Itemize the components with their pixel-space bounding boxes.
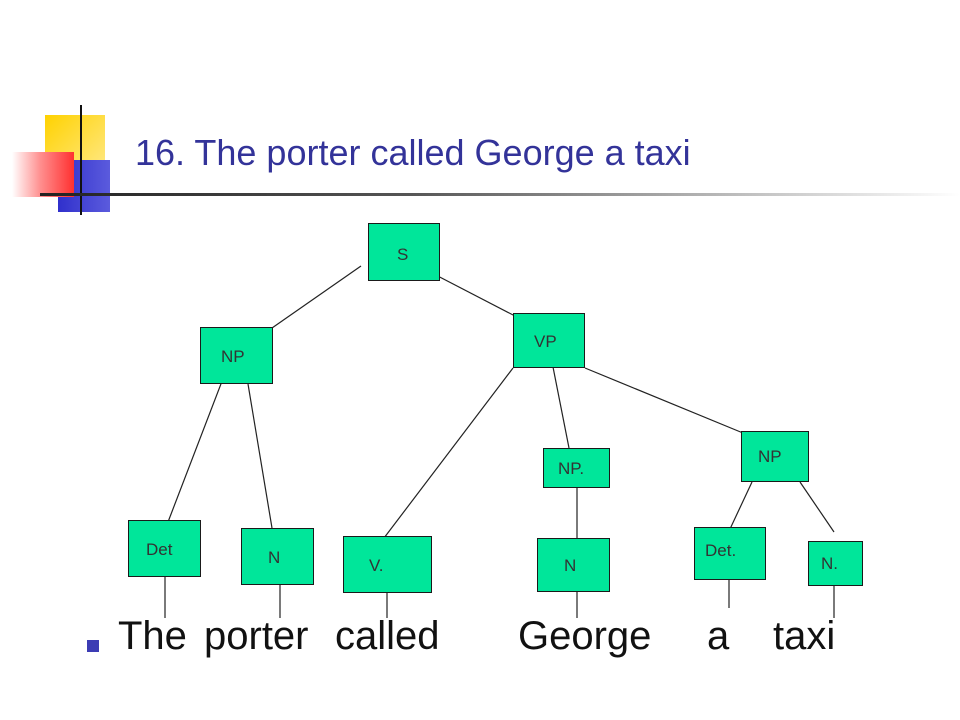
node-np-indirect-label: NP. (558, 459, 585, 478)
edge-np-det (167, 375, 225, 523)
decor-vertical-line (80, 105, 82, 215)
edge-s-vp (429, 271, 516, 317)
edge-np-direct-n (799, 481, 835, 533)
edge-vp-v (383, 367, 514, 539)
node-n-indirect-label: N (564, 556, 577, 575)
node-n-subject-label: N (268, 548, 281, 567)
node-verb: V. (343, 536, 432, 593)
node-det-subject-label: Det (146, 540, 173, 559)
word-a: a (707, 614, 730, 658)
node-np-direct: NP (741, 431, 809, 482)
node-np-direct-label: NP (758, 447, 782, 466)
edge-np-n (247, 383, 273, 529)
title-underline (40, 193, 960, 196)
node-det-subject: Det (128, 520, 201, 577)
edge-s-np (271, 265, 362, 329)
node-s-label: S (397, 245, 409, 264)
node-np-subject-label: NP (221, 347, 245, 366)
node-vp: VP (513, 313, 585, 368)
word-the: The (118, 614, 187, 658)
edge-vp-np-direct (584, 367, 744, 434)
node-s: S (368, 223, 440, 281)
edge-vp-np-indirect (552, 366, 570, 449)
node-n-direct-label: N. (821, 554, 838, 573)
node-det-direct-label: Det. (705, 541, 737, 560)
decor-red-square (12, 152, 74, 197)
node-n-subject: N (241, 528, 314, 585)
bullet-icon (87, 640, 99, 652)
node-verb-label: V. (369, 556, 384, 575)
page-title: 16. The porter called George a taxi (135, 132, 691, 173)
node-det-direct: Det. (694, 527, 766, 580)
word-taxi: taxi (773, 614, 836, 658)
node-vp-label: VP (534, 332, 557, 351)
word-called: called (335, 614, 440, 658)
node-np-indirect: NP. (543, 448, 610, 488)
node-n-direct: N. (808, 541, 863, 586)
node-n-indirect: N (537, 538, 610, 592)
edge-np-direct-det (729, 481, 753, 530)
word-george: George (518, 614, 652, 658)
word-porter: porter (204, 614, 309, 658)
node-np-subject: NP (200, 327, 273, 384)
